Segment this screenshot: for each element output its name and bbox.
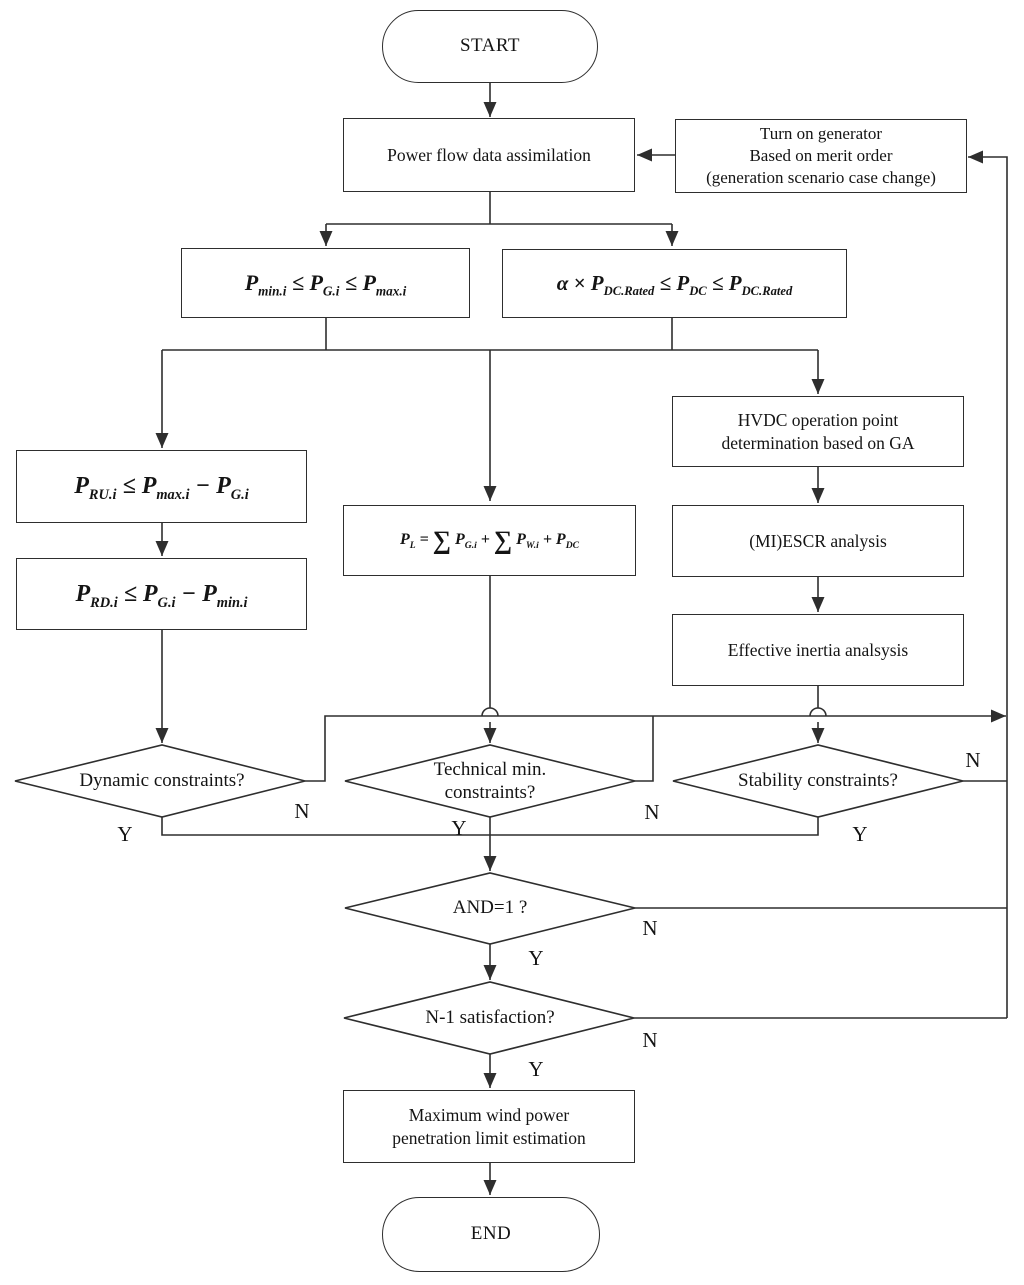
ramp-up-formula: PRU.i ≤ Pmax.i − PG.i	[74, 473, 249, 503]
turn-on-line-3: (generation scenario case change)	[706, 168, 936, 188]
branch-stability-yes: Y	[852, 822, 868, 846]
gen-limit-formula: Pmin.i ≤ PG.i ≤ Pmax.i	[244, 269, 407, 299]
node-end: END	[382, 1197, 600, 1272]
node-miescr: (MI)ESCR analysis	[672, 505, 964, 577]
node-gen-limit: Pmin.i ≤ PG.i ≤ Pmax.i	[181, 248, 470, 318]
turn-on-line-1: Turn on generator	[759, 123, 883, 143]
edge-no-bus	[305, 709, 1006, 782]
branch-dynamic-yes: Y	[117, 822, 133, 846]
diamond-stability-label: Stability constraints?	[738, 770, 898, 792]
node-ramp-up: PRU.i ≤ Pmax.i − PG.i	[16, 450, 307, 523]
node-start: START	[382, 10, 598, 83]
node-power-flow: Power flow data assimilation	[343, 118, 635, 192]
diamond-stability	[672, 744, 964, 818]
dc-limit-formula: α × PDC.Rated ≤ PDC ≤ PDC.Rated	[556, 271, 793, 299]
diamond-and-label: AND=1 ?	[452, 897, 528, 919]
power-balance-formula: PL = ∑ PG.i + ∑ PW.i + PDC	[399, 525, 580, 555]
branch-and-no: N	[642, 916, 658, 940]
start-label: START	[459, 35, 520, 57]
branch-dynamic-no: N	[294, 799, 310, 823]
node-hvdc: HVDC operation point determination based…	[672, 396, 964, 467]
diamond-technical-label: Technical min. constraints?	[433, 758, 547, 803]
hop-inertia-line	[809, 707, 827, 717]
node-max-wind: Maximum wind power penetration limit est…	[343, 1090, 635, 1163]
diamond-n1-label: N-1 satisfaction?	[425, 1007, 555, 1029]
diamond-dynamic-label: Dynamic constraints?	[79, 770, 245, 792]
max-wind-line-1: Maximum wind power	[408, 1105, 570, 1126]
node-power-balance: PL = ∑ PG.i + ∑ PW.i + PDC	[343, 505, 636, 576]
hvdc-line-2: determination based on GA	[721, 432, 915, 453]
max-wind-line-2: penetration limit estimation	[392, 1127, 586, 1148]
diamond-dynamic	[14, 744, 306, 818]
inertia-label: Effective inertia analsysis	[727, 639, 909, 660]
end-label: END	[470, 1223, 512, 1245]
node-inertia: Effective inertia analsysis	[672, 614, 964, 686]
power-flow-label: Power flow data assimilation	[387, 144, 591, 165]
branch-technical-no: N	[644, 800, 660, 824]
hvdc-line-1: HVDC operation point	[737, 410, 899, 431]
edge-feedback-to-turnon	[968, 150, 1008, 1018]
node-turn-on-generator: Turn on generator Based on merit order (…	[675, 119, 967, 193]
edge-technical-no	[635, 716, 654, 782]
branch-and-yes: Y	[528, 946, 544, 970]
branch-n1-yes: Y	[528, 1057, 544, 1081]
node-ramp-down: PRD.i ≤ PG.i − Pmin.i	[16, 558, 307, 630]
diamond-technical	[344, 744, 636, 818]
branch-n1-no: N	[642, 1028, 658, 1052]
miescr-label: (MI)ESCR analysis	[749, 530, 887, 551]
diamond-n1	[343, 981, 635, 1055]
ramp-down-formula: PRD.i ≤ PG.i − Pmin.i	[75, 580, 248, 611]
node-dc-limit: α × PDC.Rated ≤ PDC ≤ PDC.Rated	[502, 249, 847, 318]
branch-technical-yes: Y	[451, 816, 467, 840]
hop-powerbalance-line	[481, 707, 499, 717]
branch-stability-no: N	[965, 748, 981, 772]
turn-on-line-2: Based on merit order	[749, 145, 893, 165]
diamond-and	[344, 872, 636, 945]
